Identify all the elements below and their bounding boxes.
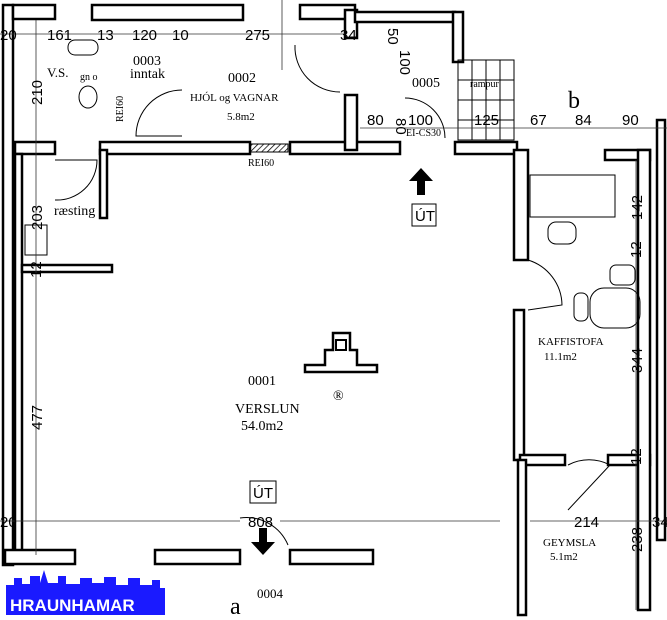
exit-arrows bbox=[249, 168, 437, 555]
svg-text:344: 344 bbox=[629, 348, 646, 373]
svg-text:20: 20 bbox=[0, 514, 17, 531]
svg-text:100: 100 bbox=[408, 112, 433, 129]
column-symbol bbox=[303, 331, 379, 374]
room-0003-rating: REI60 bbox=[115, 96, 126, 122]
svg-text:161: 161 bbox=[47, 27, 72, 44]
dimension-labels: 20 161 13 120 10 275 34 50 100 80 80 100… bbox=[0, 27, 667, 552]
room-0002-name: HJÓL og VAGNAR bbox=[190, 92, 279, 104]
room-0004-number: 0004 bbox=[257, 586, 284, 601]
furniture bbox=[24, 39, 641, 374]
walls bbox=[1, 3, 667, 617]
svg-text:12: 12 bbox=[628, 241, 645, 258]
room-0001-number: 0001 bbox=[248, 374, 276, 389]
svg-text:67: 67 bbox=[530, 112, 547, 129]
svg-text:214: 214 bbox=[574, 514, 599, 531]
chair bbox=[547, 221, 577, 245]
svg-text:12: 12 bbox=[28, 261, 45, 278]
table bbox=[589, 287, 641, 329]
sink bbox=[78, 85, 98, 109]
room-0001-area: 54.0m2 bbox=[241, 419, 283, 434]
section-mark-a: a bbox=[230, 594, 241, 620]
chair bbox=[573, 292, 589, 322]
room-0005-number: 0005 bbox=[412, 76, 440, 91]
registered-mark: ® bbox=[333, 389, 344, 404]
ramp-grid bbox=[457, 59, 515, 141]
svg-text:12: 12 bbox=[628, 448, 645, 465]
kaffistofa-name: KAFFISTOFA bbox=[538, 336, 604, 348]
arrow-up-icon bbox=[409, 168, 433, 195]
logo-text: HRAUNHAMAR bbox=[10, 596, 135, 615]
room-0002-area: 5.8m2 bbox=[227, 111, 255, 123]
svg-text:808: 808 bbox=[248, 514, 273, 531]
chair bbox=[609, 264, 636, 286]
room-0005-door-rating: EI-CS30 bbox=[406, 128, 441, 139]
arrow-down-icon bbox=[251, 528, 275, 555]
door-swings bbox=[54, 44, 611, 546]
exit-label-top: ÚT bbox=[415, 208, 435, 225]
vs-label: V.S. bbox=[47, 65, 68, 80]
toilet bbox=[67, 39, 99, 56]
svg-text:120: 120 bbox=[132, 27, 157, 44]
svg-text:80: 80 bbox=[392, 118, 409, 135]
room-0003-name: inntak bbox=[130, 67, 165, 82]
section-mark-b: b bbox=[568, 88, 580, 114]
svg-text:125: 125 bbox=[474, 112, 499, 129]
svg-text:34: 34 bbox=[340, 27, 357, 44]
svg-text:100: 100 bbox=[396, 50, 413, 75]
counter bbox=[529, 174, 616, 218]
svg-text:203: 203 bbox=[29, 205, 46, 230]
svg-text:210: 210 bbox=[29, 80, 46, 105]
room-0002-number: 0002 bbox=[228, 71, 256, 86]
room-0002-rating: REI60 bbox=[248, 158, 274, 169]
vs-fixture: gn o bbox=[80, 72, 98, 83]
svg-text:477: 477 bbox=[29, 405, 46, 430]
room-0003-number: 0003 bbox=[133, 54, 161, 69]
svg-text:90: 90 bbox=[622, 112, 639, 129]
svg-text:80: 80 bbox=[367, 112, 384, 129]
geymsla-name: GEYMSLA bbox=[543, 537, 596, 549]
exit-label-bottom: ÚT bbox=[253, 485, 273, 502]
svg-text:238: 238 bbox=[629, 527, 646, 552]
svg-text:13: 13 bbox=[97, 27, 114, 44]
svg-text:34: 34 bbox=[652, 514, 667, 531]
room-0001-name: VERSLUN bbox=[235, 402, 300, 417]
kaffistofa-area: 11.1m2 bbox=[544, 351, 577, 363]
ramp-label: rampur bbox=[470, 79, 500, 90]
svg-text:275: 275 bbox=[245, 27, 270, 44]
svg-text:10: 10 bbox=[172, 27, 189, 44]
raesting-label: ræsting bbox=[54, 204, 95, 219]
svg-text:142: 142 bbox=[629, 195, 646, 220]
geymsla-area: 5.1m2 bbox=[550, 551, 578, 563]
svg-text:84: 84 bbox=[575, 112, 592, 129]
svg-text:20: 20 bbox=[0, 27, 17, 44]
hraunhamar-logo: HRAUNHAMAR bbox=[6, 570, 165, 615]
rei60-hatch bbox=[249, 143, 289, 153]
svg-text:50: 50 bbox=[384, 28, 401, 45]
